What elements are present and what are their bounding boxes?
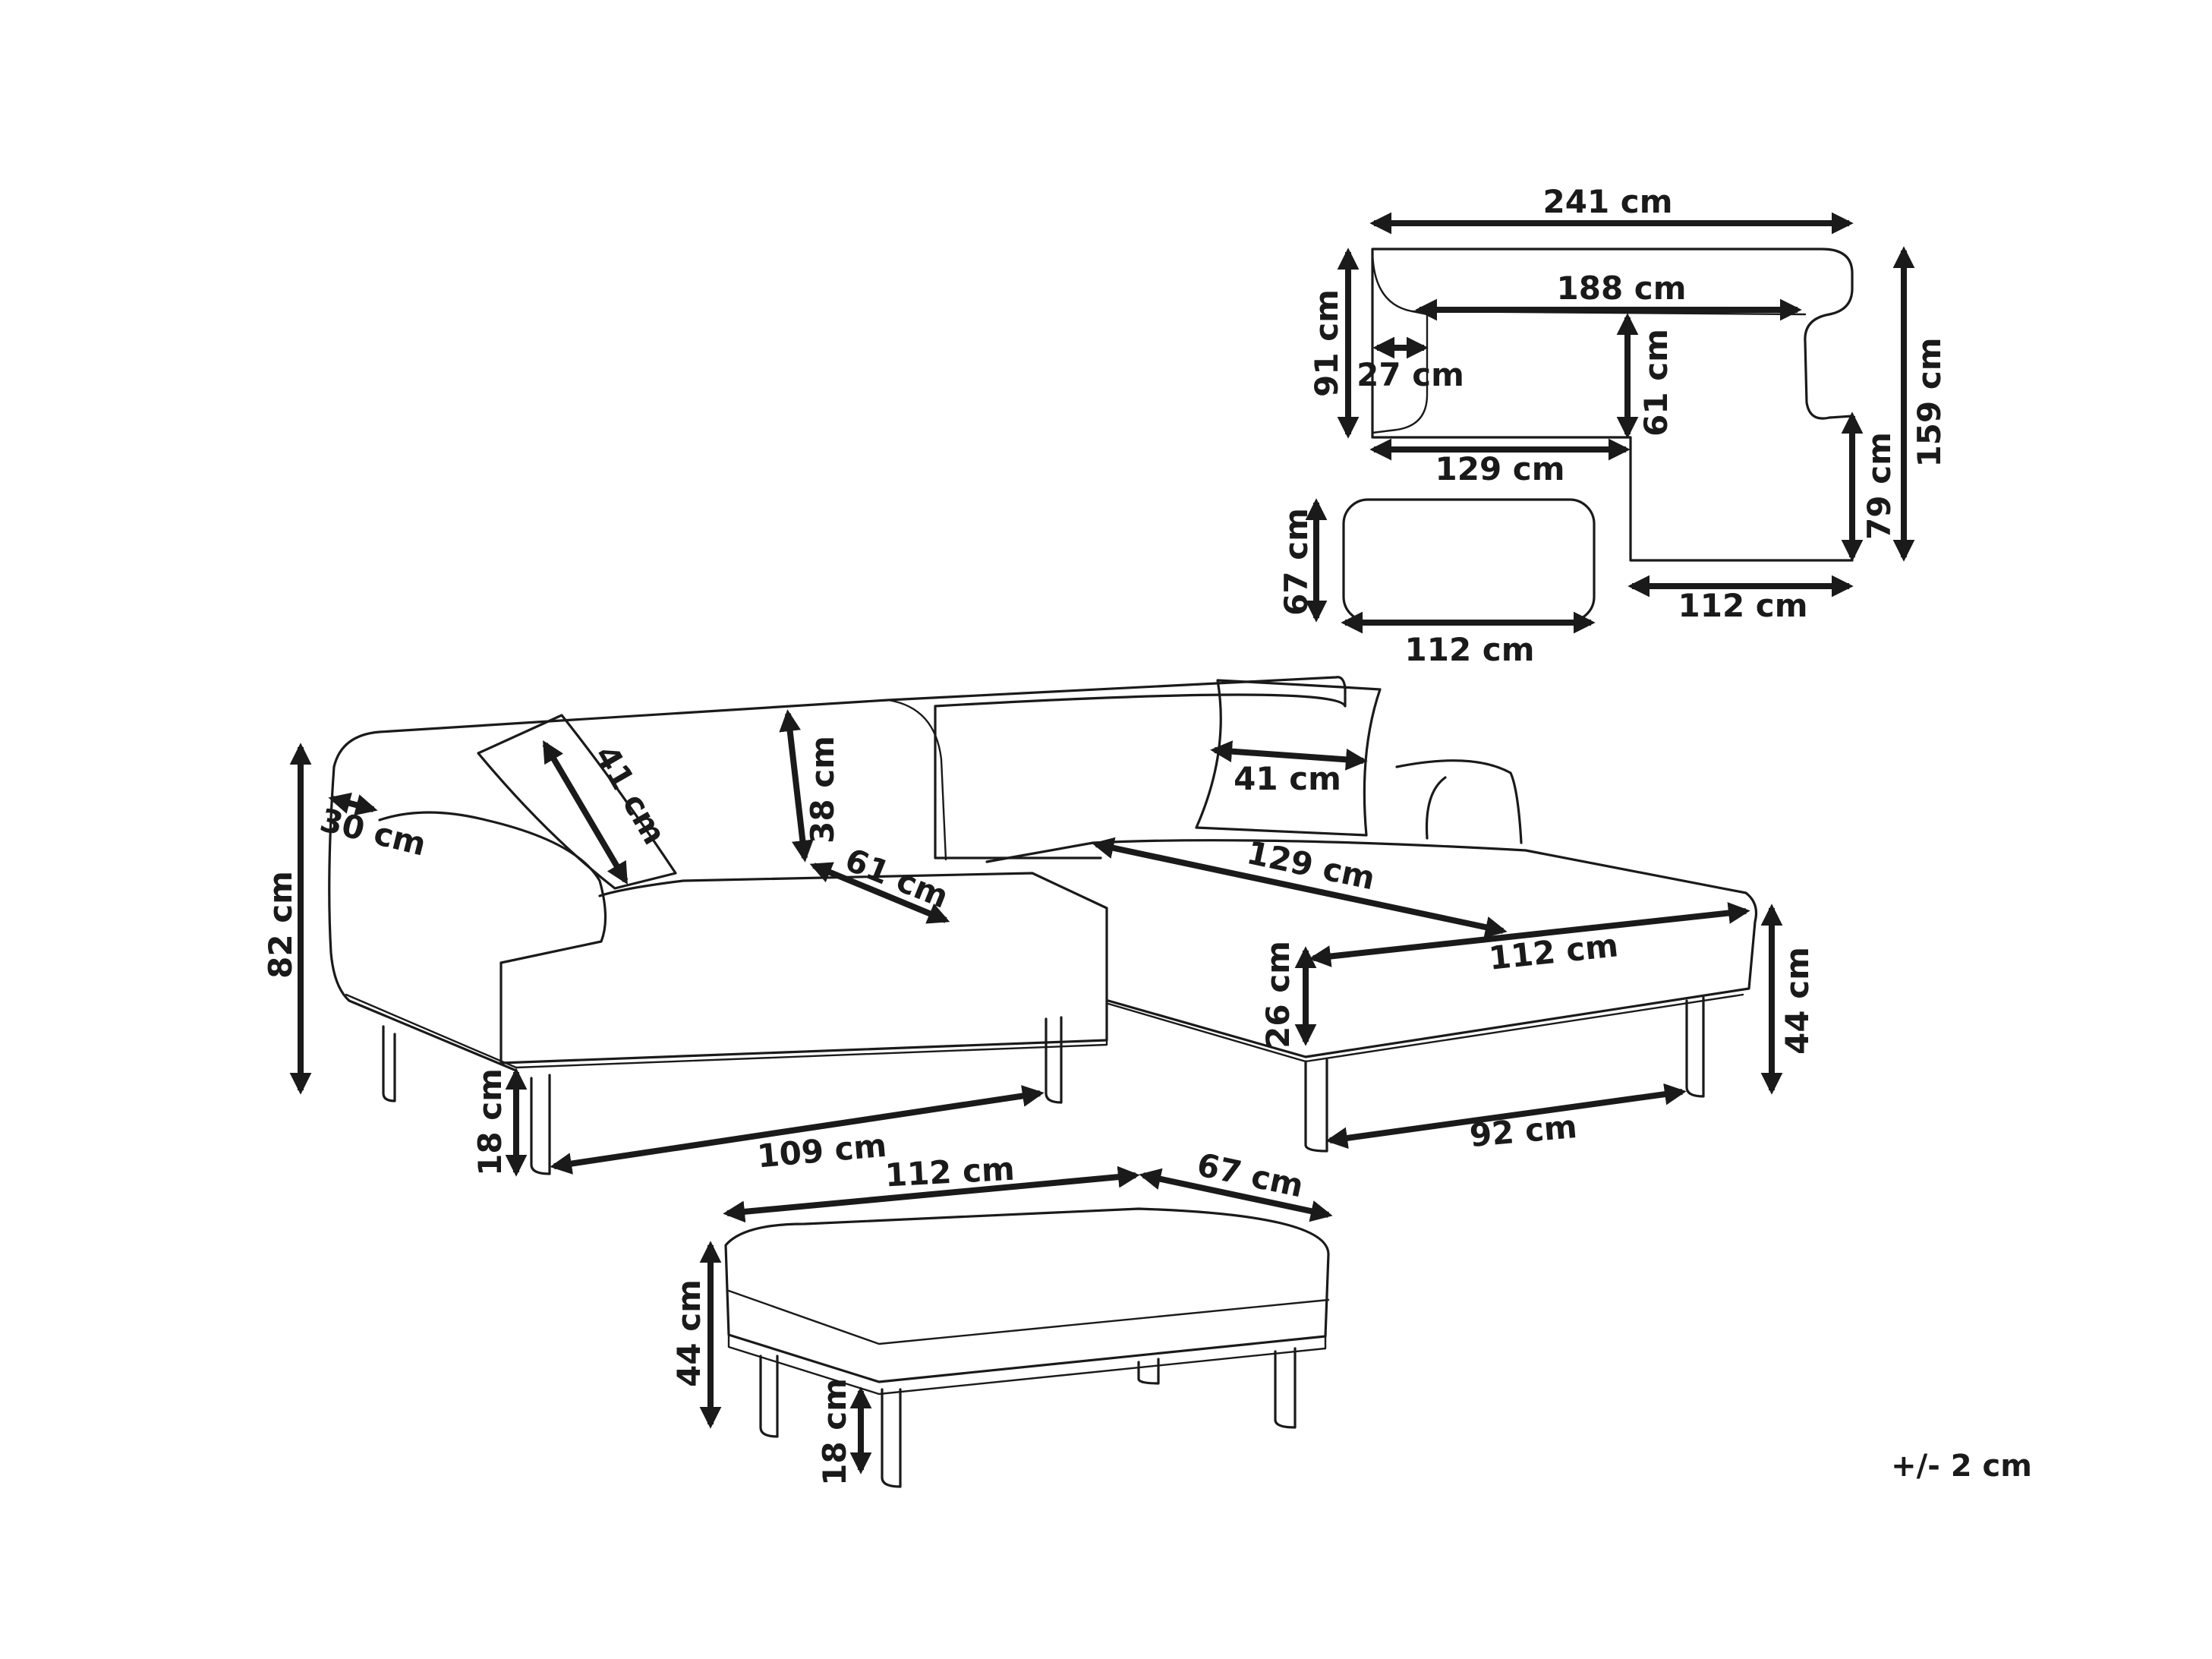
label-cushion-right: 41 cm [1234,760,1341,797]
dim-arrow-112-chaise [1309,902,1750,967]
sofa-seat-cushion [499,872,1108,1064]
label-total-depth: 159 cm [1911,338,1948,468]
label-chaise-extension: 79 cm [1861,432,1898,540]
label-ottoman-depth-top: 67 cm [1278,508,1315,616]
top-view-left-armrest [1371,248,1429,434]
dim-arrow-109 [550,1085,1045,1175]
ottoman-base [727,1333,1327,1396]
top-view-sofa-outline [1371,248,1854,562]
chaise-right-armrest [1395,759,1523,844]
label-sofa-depth: 91 cm [1308,289,1345,397]
sofa-base [345,993,1108,1069]
ottoman-top-edge [727,1289,1330,1345]
label-backrest-height: 38 cm [804,736,841,844]
dim-arrow-38 [779,709,814,863]
dim-arrow-41-right [1210,740,1368,771]
label-sofa-section-width: 129 cm [1435,450,1565,487]
dim-arrow-61-sofa [809,862,950,924]
label-seat-thickness: 26 cm [1259,941,1297,1049]
sofa-back-cushion-divider [887,699,947,861]
label-seat-depth-top: 61 cm [1637,329,1675,437]
ottoman-top [724,1207,1330,1383]
top-view-ottoman [1342,498,1596,623]
label-total-height: 82 cm [262,871,299,979]
label-overall-width: 241 cm [1543,183,1673,220]
label-leg-height-sofa: 18 cm [471,1068,509,1176]
dim-arrow-67-ottoman [1139,1168,1333,1222]
dimension-labels: 241 cm 188 cm 27 cm 61 cm 91 cm 159 cm 1… [262,183,2032,1486]
dim-arrow-41-left [542,740,629,885]
dim-arrow-112-ottoman [723,1165,1140,1223]
label-ottoman-leg-height: 18 cm [816,1378,853,1486]
label-ottoman-height: 44 cm [670,1279,707,1387]
label-tolerance: +/- 2 cm [1891,1449,2032,1484]
label-seat-height: 44 cm [1779,947,1816,1055]
label-seat-depth-sofa: 61 cm [840,841,954,916]
label-backrest-depth: 27 cm [1357,356,1464,393]
ottoman-legs [759,1347,1297,1488]
dimension-arrows [289,212,1915,1474]
sofa-backrest-outline [332,676,1347,859]
sofa-perspective [328,676,1758,1175]
dim-arrow-92 [1325,1083,1687,1150]
label-inner-width: 188 cm [1557,270,1687,307]
label-ottoman-width-top: 112 cm [1405,631,1535,668]
label-ottoman-width: 112 cm [884,1150,1016,1194]
label-chaise-width-top: 112 cm [1678,587,1808,624]
dim-arrow-30 [328,792,378,816]
label-leg-span-chaise: 92 cm [1468,1108,1578,1154]
sofa-legs [382,996,1705,1175]
